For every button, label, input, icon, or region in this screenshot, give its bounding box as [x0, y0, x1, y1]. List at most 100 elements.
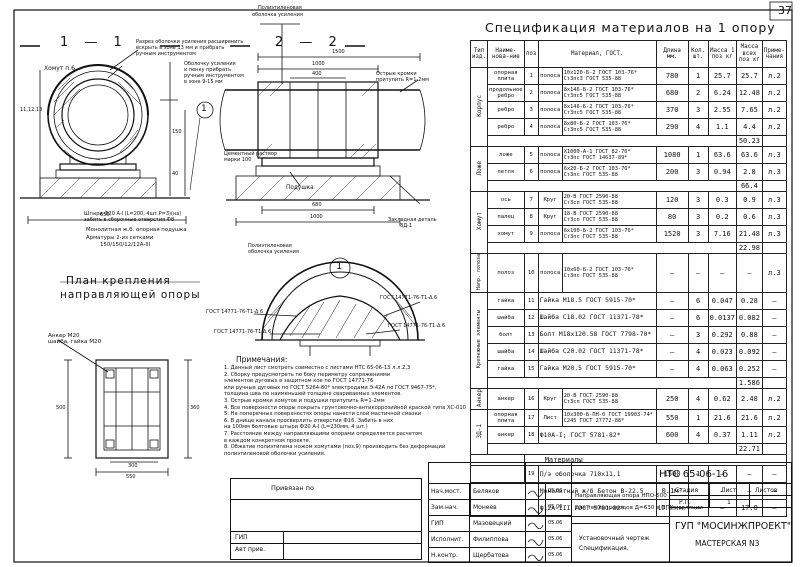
cell-name: опорная плита: [487, 67, 525, 85]
total-row: 1.586: [471, 377, 787, 390]
notes-list: 1. Данный лист смотреть совместно с лист…: [224, 365, 466, 457]
cell-mass1: —: [707, 499, 737, 518]
role-name: Беляков: [473, 488, 500, 495]
role-label: ГИП: [431, 520, 444, 527]
cell-length: 200: [655, 163, 689, 181]
table-row: болт 13 Болт М18х120.58 ГОСТ 7798-70* — …: [471, 326, 787, 345]
section-2-label: 2 — 2: [275, 35, 343, 50]
cell-mass: 0.082: [735, 309, 763, 328]
cell-mass1: 0.94: [707, 163, 737, 181]
cell-material: 6х100-Б-2 ГОСТ 103-76*Ст3пс ГОСТ 535-88: [561, 225, 657, 243]
spec-header-row: Тип изд. Наиме-нова-ние поз Материал, ГО…: [470, 40, 787, 68]
cell-kind: полоса: [537, 84, 563, 102]
title-block: НТС 65-06-16 Нач.мост. Беляков Зам.нач. …: [428, 462, 792, 563]
dim-680: 680: [312, 202, 322, 208]
cell-length: —: [655, 309, 689, 328]
group-napr: Напр. полоза: [470, 252, 488, 294]
cell-material: Гайка М20.5 ГОСТ 5915-70*: [537, 360, 657, 379]
cell-qty: —: [687, 252, 709, 294]
cell-mass: 21.6: [735, 409, 763, 428]
cell-mass1: 0.023: [707, 343, 737, 362]
group-zd: ЗД-1: [470, 409, 488, 456]
cell-kind: Круг: [537, 388, 563, 411]
table-row: Напр. полоза полоз 10 полоса 10х60-Б-2 Г…: [470, 252, 787, 294]
cell-qty: 4: [687, 426, 709, 445]
note-line: 4. Все поверхности опоры покрыть грунтов…: [224, 404, 466, 411]
cell-mass1: 0.063: [707, 360, 737, 379]
cell-pos: 10: [523, 252, 539, 294]
cell-note: л.3: [761, 146, 787, 164]
cell-mass1: 63.6: [707, 146, 737, 164]
author-label: Авт прив.: [235, 546, 266, 553]
stage-value: Р.П.: [679, 499, 691, 506]
cell-note: л.2: [761, 388, 787, 411]
cell-note: л.3: [761, 191, 787, 209]
table-row: ребро 4 полоса 8х80-Б-2 ГОСТ 103-76*Ст3п…: [471, 118, 787, 136]
cell-pos: 14: [523, 343, 539, 362]
cell-pos: 15: [523, 360, 539, 379]
cell-qty: 3: [687, 191, 709, 209]
cell-kind: полоса: [537, 225, 563, 243]
cell-mass1: 0.292: [707, 326, 737, 345]
cell-length: 780: [655, 67, 689, 85]
role-label: Исполнит.: [431, 536, 464, 543]
note-line: полиэтиленовой оболочки усиления.: [224, 450, 326, 457]
dim-40: 40: [172, 171, 179, 177]
group-ankr: Анкер: [470, 388, 488, 411]
cell-mass: 21.48: [735, 225, 763, 243]
cell-material: 10х60-Б-2 ГОСТ 103-76*Ст3пс ГОСТ 535-88: [561, 252, 657, 294]
hdr-material: Материал, ГОСТ.: [537, 40, 657, 68]
sign-date: 05.06: [548, 536, 563, 542]
note-line: в каждом конкретном проекте.: [224, 437, 311, 444]
cell-mass1: 0.3: [707, 191, 737, 209]
cell-length: 80: [655, 208, 689, 226]
dim-400: 400: [312, 71, 322, 77]
cell-note: л.3: [761, 208, 787, 226]
label-gost-2: ГОСТ 14771-76-Т1-Δ 6: [380, 295, 438, 301]
note-line: элементов дуговых в защитном кое по ГОСТ…: [224, 378, 374, 385]
cell-length: 1080: [655, 146, 689, 164]
cell-mass: 0.9: [735, 191, 763, 209]
desc-line-4: Спецификация.: [579, 545, 629, 552]
desc-line-2: для теплопроводов Д=630 в ППУ изоляции: [575, 505, 703, 511]
group-krep: Крепежные элементы: [470, 292, 488, 390]
cell-note: л.2: [761, 84, 787, 102]
desc-line-1: Направляющая опора НПО-500: [575, 493, 667, 499]
label-angle-1: Острые кромки: [376, 71, 417, 77]
table-row: петля 6 полоса 6х20-Б-2 ГОСТ 103-76*Ст3п…: [471, 163, 787, 181]
dim-1500: 1500: [332, 49, 345, 55]
cell-mass1: 6.24: [707, 84, 737, 102]
total-row: 22.71: [471, 443, 787, 456]
cell-mass: 0.092: [735, 343, 763, 362]
cell-length: 1520: [655, 225, 689, 243]
sign-date: 05.06: [548, 552, 563, 558]
cell-pos: 6: [523, 163, 539, 181]
linkage-block: Привязан по ГИП Авт прив.: [230, 478, 422, 560]
label-pad: Подушка: [286, 185, 314, 191]
cell-length: —: [655, 326, 689, 345]
cell-pos: 3: [523, 101, 539, 119]
cell-pos: 16: [523, 388, 539, 411]
doc-code: НТС 65-06-16: [659, 469, 729, 480]
cell-note: —: [761, 309, 787, 328]
label-angle-2: притупить R=1-2мм: [376, 77, 429, 83]
cell-qty: 3: [687, 225, 709, 243]
role-label: Н.контр.: [431, 552, 458, 559]
cell-material: 10х300-Б-ПН-0 ГОСТ 19903-74*С245 ГОСТ 27…: [561, 409, 657, 428]
cell-mass: 0.88: [735, 326, 763, 345]
label-monolith: Монолитная ж.б. опорная подушка: [86, 227, 187, 233]
workshop-name: МАСТЕРСКАЯ N3: [695, 539, 760, 548]
label-opening-3: ручным инструментом: [136, 51, 196, 57]
table-row: шайба 12 Шайба С18.02 ГОСТ 11371-78* — 6…: [471, 309, 787, 328]
section-1-label: 1 — 1: [60, 35, 128, 50]
cell-mass: 17.0: [735, 499, 763, 518]
spec-table: Тип изд. Наиме-нова-ние поз Материал, ГО…: [470, 40, 787, 518]
label-insulation-2: оболочка усиления: [252, 12, 303, 18]
cell-note: л.2: [761, 409, 787, 428]
cell-qty: 4: [687, 360, 709, 379]
cell-length: 680: [655, 84, 689, 102]
cell-name: палец: [487, 208, 525, 226]
